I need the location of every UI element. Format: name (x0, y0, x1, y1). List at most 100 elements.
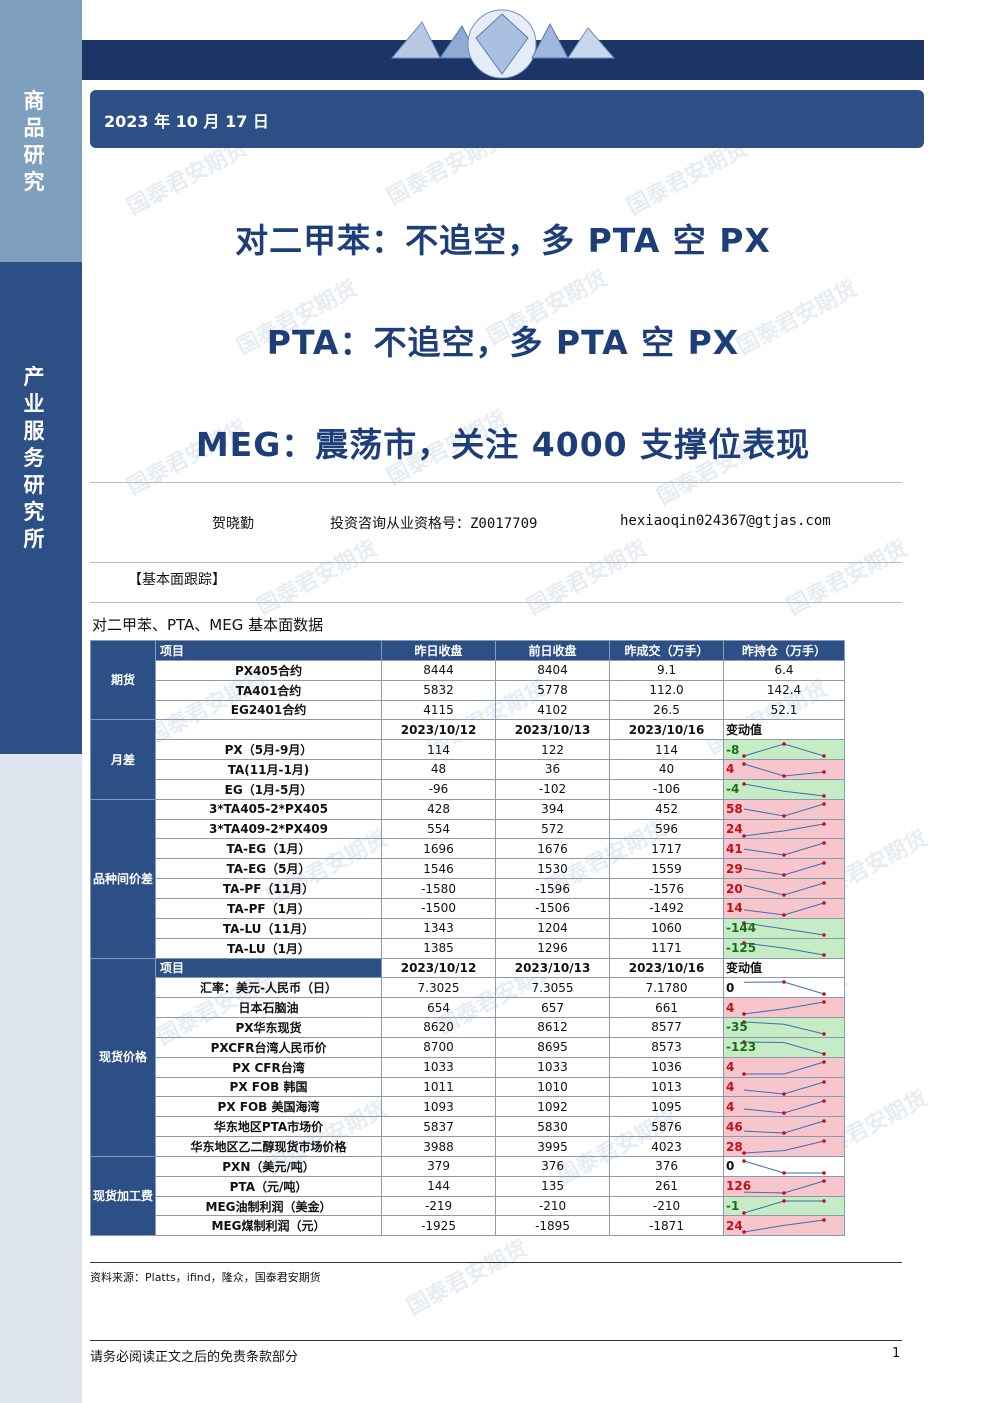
change-value: 24 (726, 1218, 743, 1233)
change-cell: -4 (723, 778, 846, 800)
sparkline (742, 821, 826, 838)
value-cell: -106 (609, 778, 725, 800)
value-cell: 8695 (495, 1036, 611, 1058)
change-value: 0 (726, 1159, 735, 1174)
page-number: 1 (892, 1346, 901, 1361)
value-cell: 261 (609, 1175, 725, 1197)
value-cell: 1013 (609, 1076, 725, 1098)
change-value: -4 (726, 782, 740, 797)
change-cell: -1 (723, 1195, 846, 1217)
sparkline-point (742, 921, 746, 925)
sparkline-point (822, 770, 826, 774)
header-cell: 变动值 (723, 957, 846, 979)
footer-disclaimer: 请务必阅读正文之后的免责条款部分 (90, 1350, 299, 1365)
sparkline (742, 1218, 826, 1235)
value-cell: 1204 (495, 917, 611, 939)
category-cell: 现货加工费 (89, 1155, 157, 1237)
value-cell: 1095 (609, 1096, 725, 1118)
sparkline-point (822, 1059, 826, 1064)
change-value: 46 (726, 1119, 743, 1134)
value-cell: -1506 (495, 897, 611, 919)
sparkline-point (822, 1079, 826, 1084)
change-cell: 4 (723, 1076, 846, 1098)
table-row: 期货项目昨日收盘前日收盘昨成交（万手）昨持仓（万手） (89, 639, 846, 721)
sparkline-point (782, 1198, 786, 1203)
value-cell: 6.4 (723, 659, 846, 681)
value-cell: 122 (495, 739, 611, 761)
sparkline-point (742, 1151, 746, 1155)
item-cell: EG（1月-5月） (155, 778, 383, 800)
value-cell: 3988 (381, 1136, 497, 1157)
sparkline-point (822, 1099, 826, 1104)
value-cell: -1492 (609, 897, 725, 919)
sparkline-point (822, 754, 826, 759)
change-cell: -8 (723, 739, 846, 761)
change-value: 0 (726, 980, 735, 995)
sparkline-point (822, 1198, 826, 1203)
sparkline-point (822, 933, 826, 937)
sparkline-point (742, 940, 746, 945)
divider (90, 602, 902, 603)
sparkline-point (782, 893, 786, 897)
author-email[interactable]: hexiaoqin024367@gtjas.com (620, 513, 831, 529)
item-cell: TA(11月-1月) (155, 759, 383, 780)
sparkline (742, 921, 826, 937)
sparkline (743, 801, 826, 818)
title-pta: PTA：不追空，多 PTA 空 PX (266, 323, 740, 362)
value-cell: 1559 (609, 858, 725, 880)
value-cell: 4023 (609, 1136, 725, 1157)
value-cell: -102 (495, 778, 611, 800)
sparkline-point (742, 1159, 746, 1163)
item-cell: MEG煤制利润（元） (155, 1215, 383, 1237)
sparkline-point (822, 1052, 826, 1056)
change-cell: 20 (723, 878, 846, 899)
header-cell: 2023/10/13 (495, 719, 611, 741)
change-value: 41 (726, 841, 743, 856)
sparkline (742, 742, 826, 759)
change-cell: 4 (723, 759, 846, 780)
change-value: -35 (726, 1020, 748, 1035)
value-cell: -219 (381, 1195, 497, 1217)
header-cell: 昨持仓（万手） (723, 640, 846, 661)
value-cell: -1925 (381, 1215, 497, 1237)
item-cell: TA-PF（1月） (155, 897, 383, 919)
sparkline-point (822, 881, 826, 885)
title-px: 对二甲苯：不追空，多 PTA 空 PX (235, 221, 771, 260)
sidebar-mid-block: 产业服务研究所 (0, 262, 82, 754)
sparkline-line (744, 1180, 825, 1194)
sparkline-line (743, 1100, 825, 1114)
item-cell: TA-PF（11月） (155, 878, 383, 899)
sparkline-point (742, 1020, 746, 1024)
section-title: 【基本面跟踪】 (128, 572, 226, 588)
change-cell: 24 (723, 1215, 846, 1237)
value-cell: 376 (495, 1155, 611, 1177)
sparkline-point (782, 1190, 786, 1195)
value-cell: 1296 (495, 937, 611, 959)
header-cell: 2023/10/13 (495, 957, 611, 979)
change-value: -1 (726, 1199, 740, 1214)
sparkline-point (782, 873, 786, 878)
sparkline (744, 1178, 826, 1195)
sparkline (742, 762, 826, 778)
value-cell: 1036 (609, 1056, 725, 1078)
value-cell: 5832 (381, 679, 497, 701)
sparkline (743, 841, 826, 858)
sparkline-point (822, 794, 826, 798)
sparkline-point (822, 901, 826, 905)
sparkline-line (744, 1041, 825, 1055)
sparkline-line (743, 942, 825, 956)
sparkline (742, 1059, 826, 1076)
sparkline-point (742, 1210, 746, 1215)
sparkline-line (743, 783, 825, 797)
header-bar (82, 9, 924, 80)
